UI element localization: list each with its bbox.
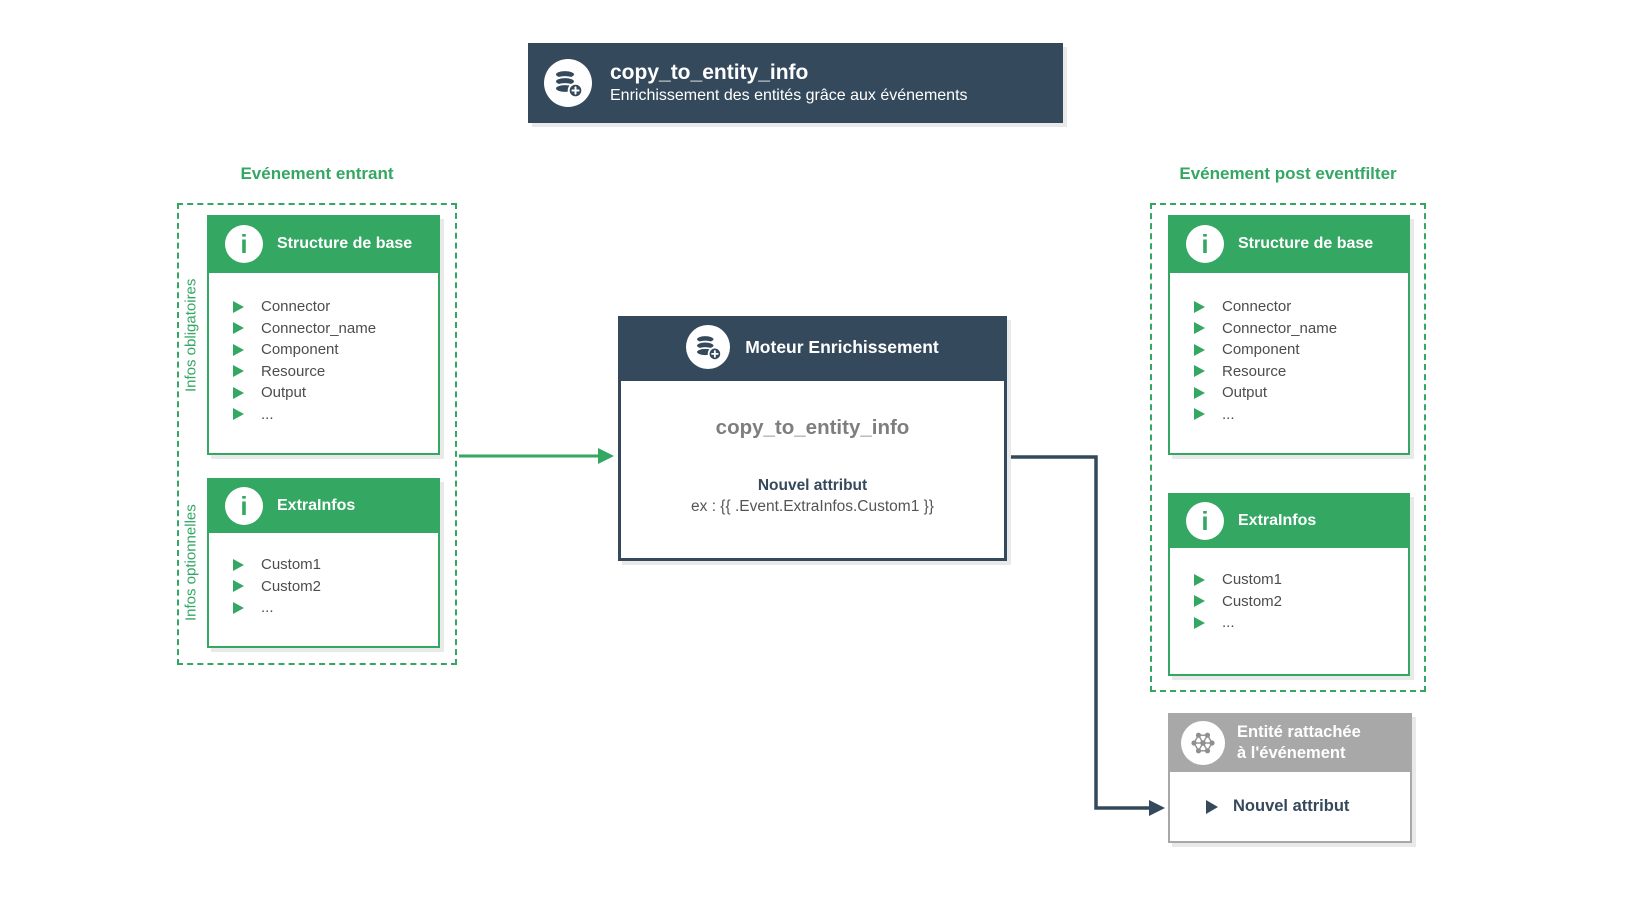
item-label: Custom1 (261, 556, 322, 574)
engine-rule-name: copy_to_entity_info (715, 416, 910, 439)
triangle-bullet-icon (233, 300, 244, 313)
triangle-bullet-icon (233, 386, 244, 399)
list-item: Connector (209, 296, 438, 318)
left-group-frame (177, 203, 457, 665)
item-label: Connector (1222, 298, 1292, 316)
triangle-bullet-icon (1194, 322, 1205, 335)
right-base-structure-card: i Structure de base Connector Connector_… (1168, 215, 1410, 455)
list-item: Output (1170, 382, 1408, 404)
list-item: Output (209, 382, 438, 404)
item-label: Output (1222, 384, 1268, 402)
enrichment-engine-card: Moteur Enrichissement copy_to_entity_inf… (618, 316, 1007, 561)
list-item: Resource (209, 361, 438, 383)
entity-network-icon (1181, 720, 1225, 765)
list-item: Connector (1170, 296, 1408, 318)
item-label: Component (1222, 341, 1300, 359)
item-label: Connector_name (261, 319, 377, 337)
engine-attr-label: Nouvel attribut (757, 477, 868, 494)
entity-card-title-line1: Entité rattachée (1237, 723, 1361, 742)
triangle-bullet-icon (233, 408, 244, 421)
triangle-bullet-icon (1194, 595, 1205, 608)
item-label: Resource (261, 362, 326, 380)
banner-title: copy_to_entity_info (610, 60, 809, 84)
list-item: ... (209, 597, 438, 619)
info-icon: i (225, 486, 263, 525)
list-item: Custom1 (209, 554, 438, 576)
triangle-bullet-icon (233, 365, 244, 378)
triangle-bullet-icon (233, 580, 244, 593)
item-label: Connector (261, 298, 331, 316)
list-item: Resource (1170, 361, 1408, 383)
right-group-title: Evénement post eventfilter (1179, 164, 1397, 183)
side-label-optional: Infos optionnelles (182, 504, 200, 622)
attached-entity-card: Entité rattachée à l'événement Nouvel at… (1168, 713, 1412, 843)
info-icon: i (1186, 501, 1224, 540)
navy-flow-arrow (1007, 455, 1165, 816)
item-label: ... (261, 599, 274, 617)
triangle-bullet-icon (233, 601, 244, 614)
banner-subtitle: Enrichissement des entités grâce aux évé… (610, 87, 968, 105)
entity-new-attribute-row: Nouvel attribut (1168, 772, 1412, 843)
card-title: Structure de base (277, 235, 413, 252)
engine-header-title: Moteur Enrichissement (745, 336, 939, 357)
list-item: ... (209, 404, 438, 426)
item-label: Output (261, 384, 307, 402)
item-label: Component (261, 341, 339, 359)
card-title: ExtraInfos (277, 496, 356, 514)
triangle-bullet-icon (1206, 799, 1218, 814)
triangle-bullet-icon (233, 343, 244, 356)
database-add-icon (686, 325, 731, 369)
side-label-mandatory: Infos obligatoires (182, 278, 200, 392)
item-label: Custom2 (1222, 592, 1283, 610)
list-item: Custom2 (209, 576, 438, 598)
list-item: Custom1 (1170, 569, 1408, 591)
item-label: Custom2 (261, 577, 322, 595)
triangle-bullet-icon (1194, 386, 1205, 399)
triangle-bullet-icon (1194, 408, 1205, 421)
engine-attr-example: ex : {{ .Event.ExtraInfos.Custom1 }} (691, 498, 934, 515)
list-item: Component (1170, 339, 1408, 361)
title-banner: copy_to_entity_info Enrichissement des e… (528, 43, 1063, 123)
triangle-bullet-icon (233, 322, 244, 335)
triangle-bullet-icon (1194, 365, 1205, 378)
database-add-icon (544, 59, 592, 107)
info-icon: i (225, 225, 263, 263)
info-icon: i (1186, 225, 1224, 263)
item-label: ... (261, 405, 274, 423)
list-item: ... (1170, 404, 1408, 426)
triangle-bullet-icon (233, 558, 244, 571)
list-item: Custom2 (1170, 591, 1408, 613)
triangle-bullet-icon (1194, 343, 1205, 356)
triangle-bullet-icon (1194, 573, 1205, 586)
list-item: Connector_name (209, 318, 438, 340)
card-title: ExtraInfos (1238, 511, 1317, 529)
item-label: Custom1 (1222, 571, 1283, 589)
entity-card-title-line2: à l'événement (1237, 743, 1346, 762)
card-title: Structure de base (1238, 235, 1374, 252)
item-label: Connector_name (1222, 319, 1338, 337)
list-item: Component (209, 339, 438, 361)
entity-item-label: Nouvel attribut (1233, 797, 1350, 815)
green-flow-arrow (459, 448, 614, 464)
triangle-bullet-icon (1194, 616, 1205, 629)
item-label: ... (1222, 614, 1235, 632)
triangle-bullet-icon (1194, 300, 1205, 313)
list-item: Connector_name (1170, 318, 1408, 340)
item-label: Resource (1222, 362, 1287, 380)
left-extrainfos-card: i ExtraInfos Custom1 Custom2 ... (207, 478, 440, 648)
item-label: ... (1222, 405, 1235, 423)
right-extrainfos-card: i ExtraInfos Custom1 Custom2 ... (1168, 493, 1410, 676)
left-group-title: Evénement entrant (240, 164, 394, 183)
right-group-frame (1150, 203, 1426, 692)
list-item: ... (1170, 612, 1408, 634)
left-base-structure-card: i Structure de base Connector Connector_… (207, 215, 440, 455)
